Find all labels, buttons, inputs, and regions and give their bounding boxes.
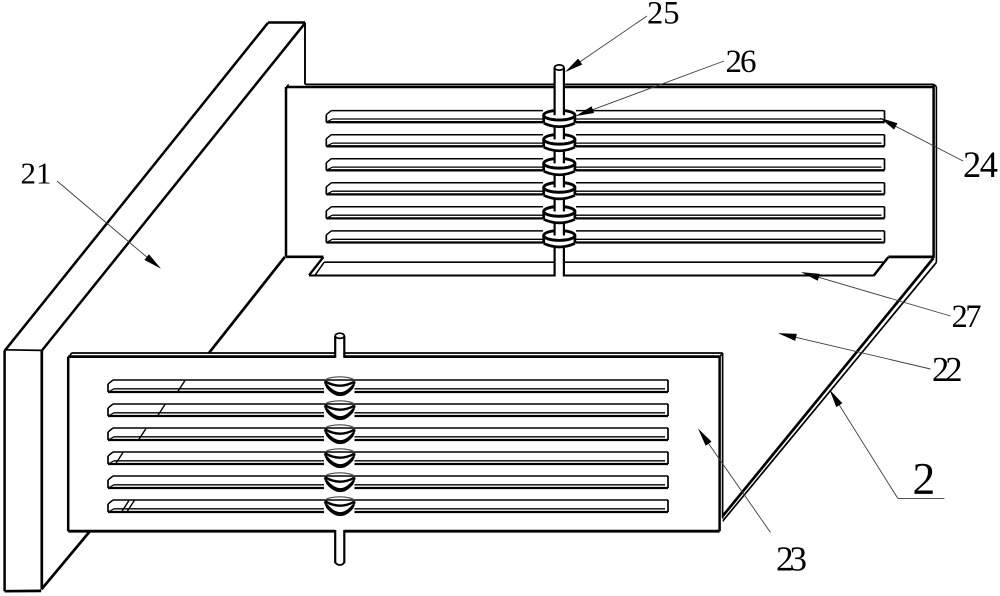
svg-text:21: 21 [21, 156, 52, 191]
svg-text:2: 2 [913, 453, 936, 504]
svg-text:27: 27 [952, 299, 982, 335]
svg-text:26: 26 [726, 44, 757, 80]
svg-text:25: 25 [647, 0, 680, 32]
svg-text:23: 23 [776, 539, 807, 578]
svg-text:22: 22 [932, 351, 961, 389]
svg-text:24: 24 [963, 144, 998, 185]
